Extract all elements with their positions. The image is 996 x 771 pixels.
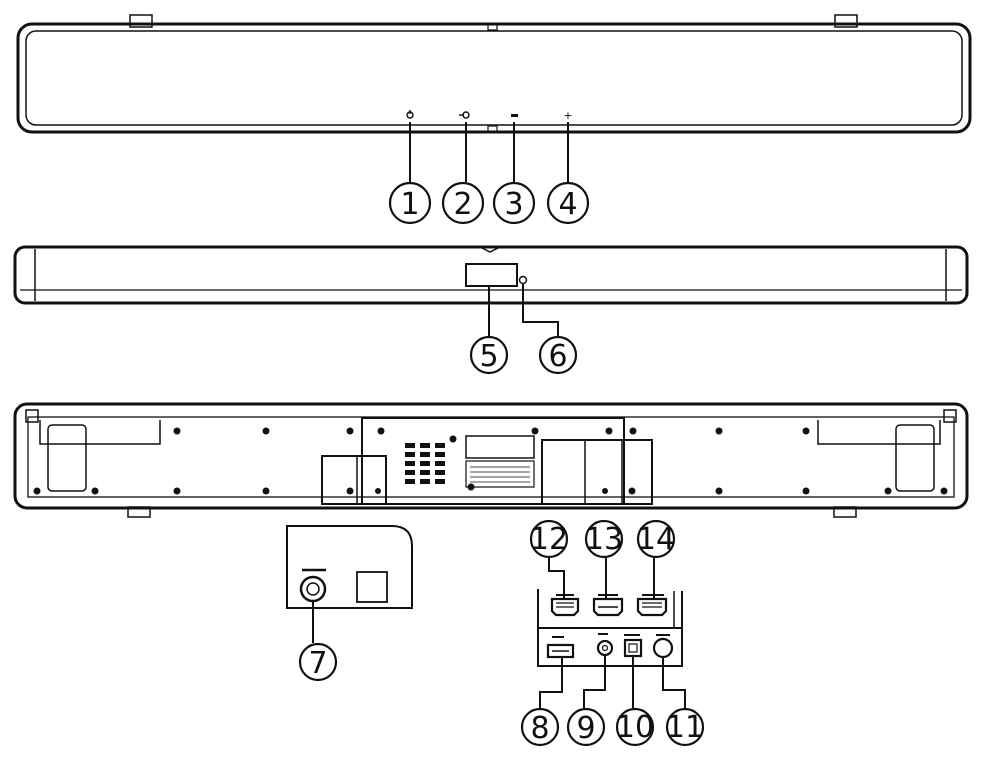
callout-6: 6	[538, 335, 578, 375]
callout-7: 7	[298, 642, 338, 682]
coaxial-port[interactable]	[652, 637, 674, 659]
usb-port[interactable]	[546, 643, 575, 659]
display-window	[465, 263, 518, 287]
svg-text:13: 13	[585, 522, 623, 557]
vent-grille	[405, 443, 445, 484]
svg-text:6: 6	[548, 339, 567, 374]
foot-right	[834, 14, 858, 28]
svg-text:8: 8	[530, 711, 549, 746]
callout-1: 1	[388, 181, 432, 225]
hdmi-port-arc[interactable]	[592, 597, 624, 617]
svg-text:7: 7	[308, 646, 327, 681]
hdmi-port-1[interactable]	[550, 597, 580, 617]
callout-13: 13	[584, 519, 624, 559]
source-icon[interactable]	[459, 111, 470, 119]
callout-11: 11	[665, 707, 705, 747]
svg-text:12: 12	[530, 522, 568, 557]
volume-up-icon[interactable]: +	[563, 109, 572, 122]
back-view	[13, 402, 969, 518]
svg-text:10: 10	[616, 710, 654, 745]
svg-text:4: 4	[558, 187, 577, 222]
dc-power-jack[interactable]	[299, 575, 327, 603]
svg-text:11: 11	[666, 710, 704, 745]
soundbar-front-body	[13, 245, 969, 305]
hdmi-port-2[interactable]	[636, 597, 668, 617]
callout-2: 2	[441, 181, 485, 225]
top-buttons: +	[406, 109, 573, 122]
dc-input-panel	[286, 525, 413, 609]
callout-5: 5	[469, 335, 509, 375]
callout-10: 10	[615, 707, 655, 747]
callout-12: 12	[529, 519, 569, 559]
svg-text:9: 9	[576, 711, 595, 746]
soundbar-top-inner	[25, 30, 963, 126]
power-icon[interactable]	[406, 110, 414, 119]
callout-3: 3	[492, 181, 536, 225]
ir-sensor-icon	[518, 275, 528, 285]
callout-4: 4	[546, 181, 590, 225]
foot-left	[129, 14, 153, 28]
ports-panel	[537, 589, 683, 667]
soundbar-top-body	[16, 22, 972, 134]
svg-text:2: 2	[453, 187, 472, 222]
svg-text:5: 5	[479, 339, 498, 374]
callout-9: 9	[566, 707, 606, 747]
top-view	[16, 14, 972, 134]
svg-text:14: 14	[637, 522, 675, 557]
soundbar-back-body	[13, 402, 969, 510]
front-view	[13, 245, 969, 305]
callout-14: 14	[636, 519, 676, 559]
rating-label	[465, 460, 535, 488]
aux-port[interactable]	[596, 639, 614, 657]
callout-8: 8	[520, 707, 560, 747]
screws	[33, 427, 948, 495]
svg-text:3: 3	[504, 187, 523, 222]
volume-down-icon[interactable]	[511, 114, 518, 117]
svg-text:1: 1	[400, 187, 419, 222]
optical-port[interactable]	[623, 638, 643, 658]
